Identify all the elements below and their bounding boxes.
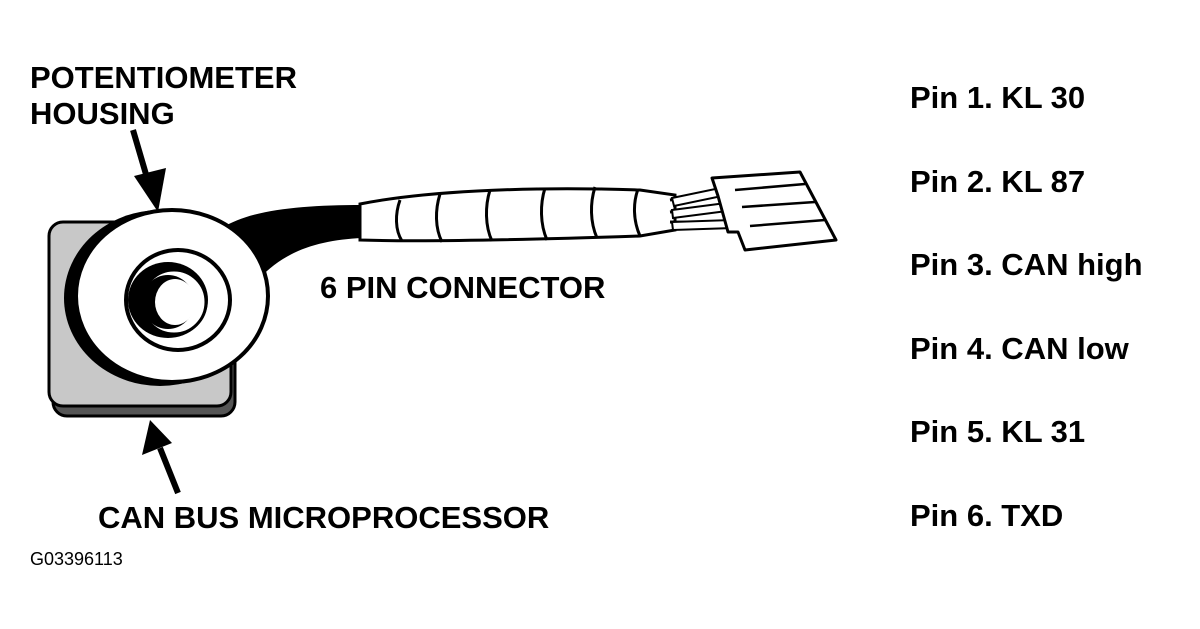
potentiometer-housing [64,208,270,386]
potentiometer-label-line1: POTENTIOMETER [30,60,297,95]
pin-item: Pin 6. TXD [910,497,1064,533]
connector-label: 6 PIN CONNECTOR [320,270,606,305]
pin-item: Pin 1. KL 30 [910,80,1086,115]
pin-item: Pin 3. CAN high [910,247,1143,282]
plug-connector [710,170,838,252]
potentiometer-label-line2: HOUSING [30,96,175,131]
pin-list: Pin 1. KL 30 Pin 2. KL 87 Pin 3. CAN hig… [910,80,1195,581]
arrow-can-bus [142,420,181,495]
pin-item: Pin 5. KL 31 [910,414,1086,449]
figure-code: G03396113 [30,549,123,569]
pin-item: Pin 2. KL 87 [910,163,1086,199]
potentiometer-housing-label: POTENTIOMETER HOUSING [30,60,350,132]
can-bus-label: CAN BUS MICROPROCESSOR [98,500,550,535]
cable [222,186,735,280]
arrow-potentiometer [130,129,166,212]
pin-item: Pin 4. CAN low [910,330,1129,366]
